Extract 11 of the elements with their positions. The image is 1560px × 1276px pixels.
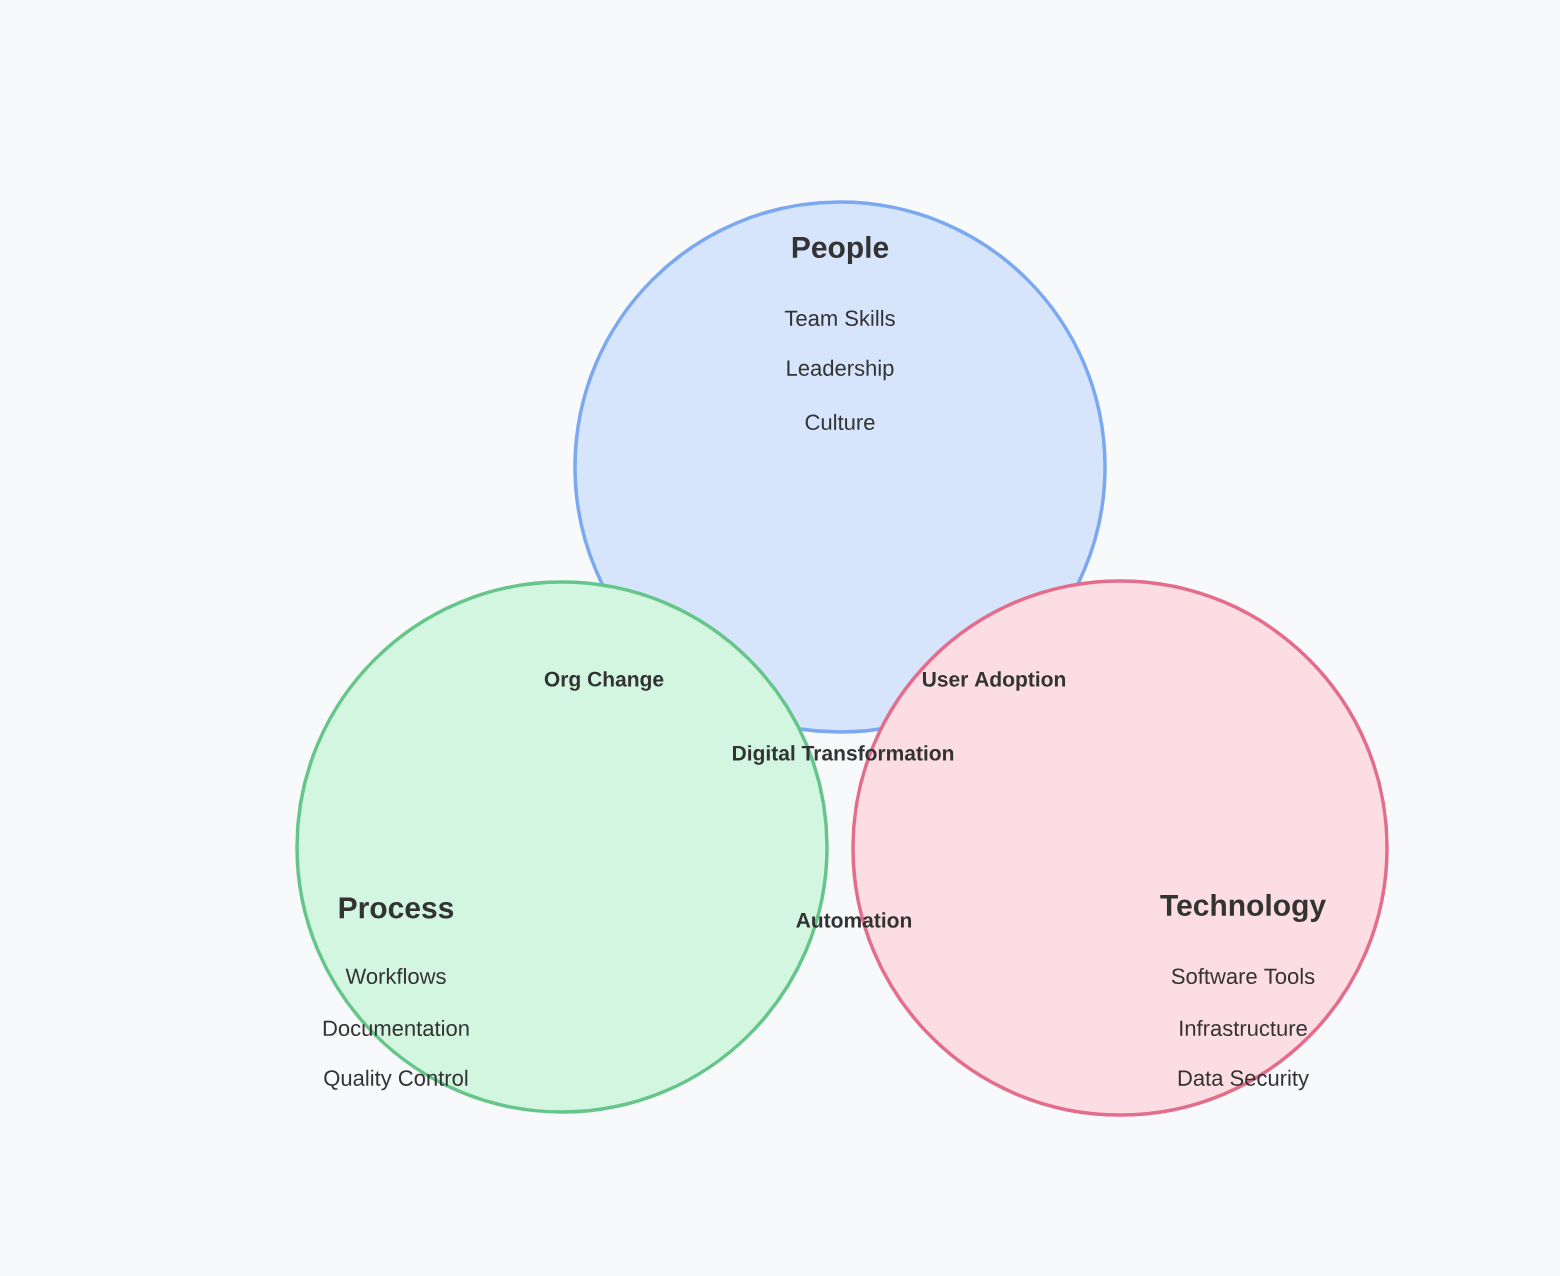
overlap-label: User Adoption xyxy=(922,671,1065,691)
circle-heading: Technology xyxy=(1160,893,1326,923)
item-text: Software Tools xyxy=(1171,967,1315,985)
overlap-label: Org Change xyxy=(544,671,664,691)
circle-heading: Process xyxy=(339,897,454,919)
item-text: Leadership xyxy=(787,359,894,381)
item-text: Infrastructure xyxy=(1180,1019,1307,1037)
item-text: Workflows xyxy=(345,967,446,985)
item-text: Team Skills xyxy=(784,309,895,327)
circle-heading: People xyxy=(792,236,889,264)
item-text: Culture xyxy=(805,413,875,431)
